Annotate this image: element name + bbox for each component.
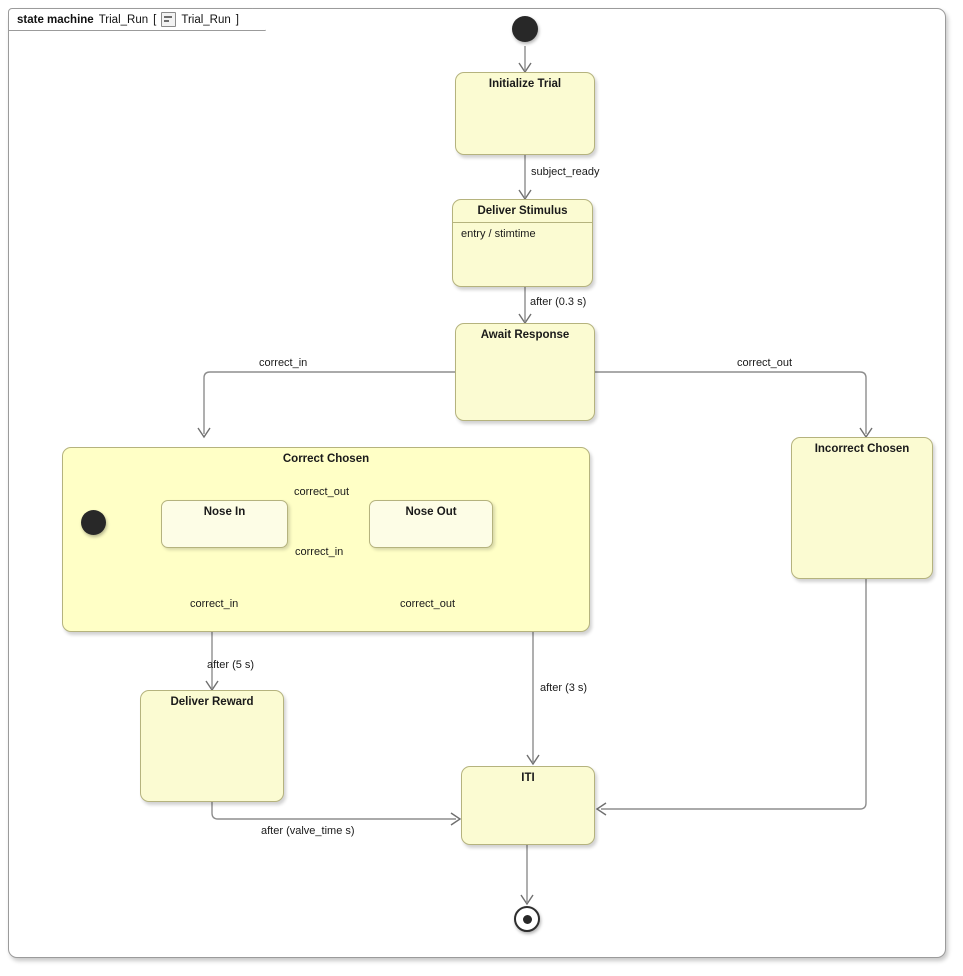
- final-state-node[interactable]: [514, 906, 540, 932]
- state-initialize-trial[interactable]: Initialize Trial: [455, 72, 595, 155]
- edge-label-after-3s: after (3 s): [540, 682, 588, 694]
- frame-header-tab[interactable]: state machine Trial_Run [ Trial_Run ]: [8, 8, 266, 31]
- frame-bracket-close: ]: [235, 13, 239, 26]
- edge-label-correct-out-self: correct_out: [400, 598, 456, 610]
- state-correct-chosen[interactable]: Correct Chosen: [62, 447, 590, 632]
- state-deliver-reward[interactable]: Deliver Reward: [140, 690, 284, 802]
- state-deliver-stimulus[interactable]: Deliver Stimulus entry / stimtime: [452, 199, 593, 287]
- state-entry-deliver-stimulus: entry / stimtime: [461, 228, 536, 240]
- frame-bracket-open: [: [153, 13, 157, 26]
- state-incorrect-chosen[interactable]: Incorrect Chosen: [791, 437, 933, 579]
- state-title-correct-chosen: Correct Chosen: [282, 453, 370, 465]
- state-nose-out[interactable]: Nose Out: [369, 500, 493, 548]
- edge-label-subject-ready: subject_ready: [531, 166, 600, 178]
- edge-label-correct-in-left: correct_in: [259, 357, 308, 369]
- edge-label-correct-out-right: correct_out: [737, 357, 793, 369]
- state-compartment-separator: [453, 222, 592, 223]
- state-title-await-response: Await Response: [480, 329, 570, 341]
- state-title-incorrect-chosen: Incorrect Chosen: [814, 443, 910, 455]
- edge-label-correct-in-self: correct_in: [190, 598, 239, 610]
- edge-label-after-5s: after (5 s): [207, 659, 255, 671]
- state-title-deliver-reward: Deliver Reward: [170, 696, 254, 708]
- initial-state-node[interactable]: [512, 16, 538, 42]
- state-title-nose-out: Nose Out: [405, 506, 457, 518]
- state-title-nose-in: Nose In: [203, 506, 246, 518]
- edge-label-after-valve-time: after (valve_time s): [261, 825, 355, 837]
- state-await-response[interactable]: Await Response: [455, 323, 595, 421]
- frame-keyword: state machine: [17, 13, 94, 26]
- state-iti[interactable]: ITI: [461, 766, 595, 845]
- edge-label-correct-in-mid: correct_in: [295, 546, 344, 558]
- state-title-iti: ITI: [521, 772, 535, 784]
- state-title-deliver-stimulus: Deliver Stimulus: [477, 205, 568, 217]
- state-title-initialize-trial: Initialize Trial: [488, 78, 562, 90]
- state-nose-in[interactable]: Nose In: [161, 500, 288, 548]
- frame-context: Trial_Run: [181, 13, 231, 26]
- frame-name: Trial_Run: [98, 13, 149, 26]
- state-machine-icon: [161, 12, 176, 27]
- edge-label-correct-out-top: correct_out: [294, 486, 350, 498]
- composite-initial-state-node[interactable]: [81, 510, 106, 535]
- edge-label-after-03s: after (0.3 s): [530, 296, 587, 308]
